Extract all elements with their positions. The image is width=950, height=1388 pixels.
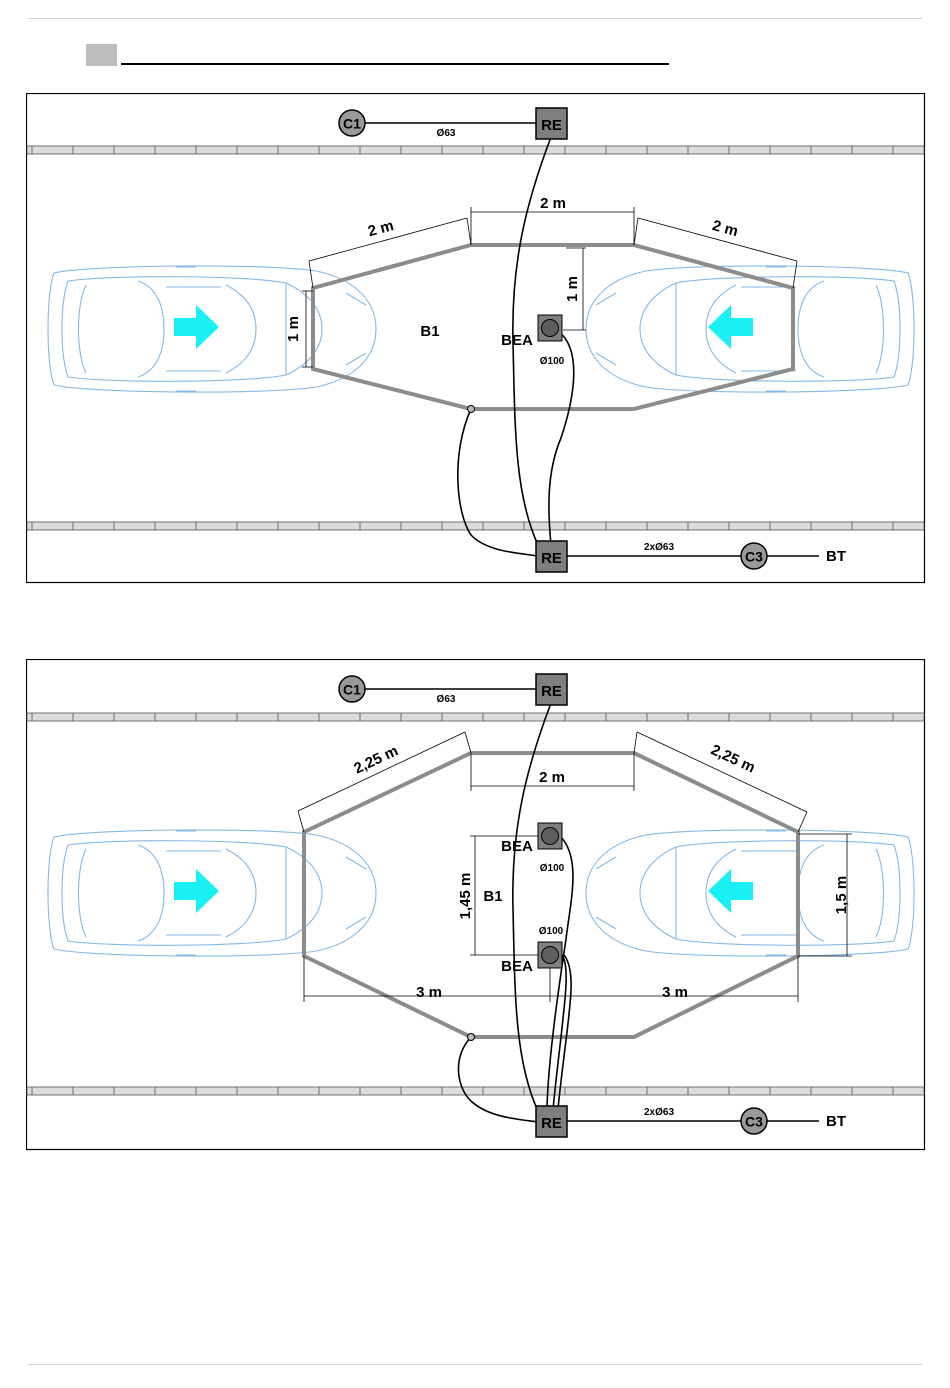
re-top-label: RE (541, 683, 562, 700)
curb-top (27, 713, 924, 721)
c3-label: C3 (745, 549, 763, 565)
dim-inner-label: 1 m (564, 276, 581, 302)
dim-top-mid-label: 2 m (539, 769, 565, 786)
section-title-line (121, 63, 669, 65)
section-marker (86, 44, 117, 66)
junction-dot (468, 406, 475, 413)
re-box-top: RE (536, 108, 567, 139)
loop-b1-label: B1 (483, 888, 502, 905)
re-bottom-label: RE (541, 550, 562, 567)
bea-bottom-cable-label: Ø100 (539, 926, 564, 937)
dim-bottom-left-label: 3 m (416, 984, 442, 1001)
road-layer (27, 660, 925, 1150)
bea-detector (538, 315, 562, 341)
dim-left-label: 1 m (285, 316, 302, 342)
c1-label: C1 (343, 682, 361, 698)
c3-label: C3 (745, 1114, 763, 1130)
diagram-2: RE RE C1 C3 Ø63 2,25 m 2 m 2,25 m 1,5 m … (26, 659, 926, 1151)
curb-bottom (27, 1087, 924, 1095)
top-rule (28, 18, 922, 19)
bea-label: BEA (501, 332, 533, 349)
road-layer (26, 93, 925, 583)
bt-label: BT (826, 548, 846, 565)
re-box-bottom: RE (536, 541, 567, 572)
c1-label: C1 (343, 116, 361, 132)
bottom-rule (28, 1364, 922, 1365)
dim-top-mid-label: 2 m (540, 195, 566, 212)
re-bottom-label: RE (541, 1115, 562, 1132)
c1-cable-label: Ø63 (437, 128, 456, 139)
dim-bottom-right-label: 3 m (662, 984, 688, 1001)
dim-right-label: 1,5 m (833, 876, 850, 914)
bea-top-cable-label: Ø100 (540, 863, 565, 874)
c3-well: C3 (741, 1108, 767, 1134)
junction-dot (468, 1034, 475, 1041)
c1-well: C1 (339, 676, 365, 702)
diagram-1: RE RE C1 C3 Ø63 2 m 2 m 2 m 1 m 1 m B1 B… (26, 93, 926, 584)
dim-inner-label: 1,45 m (457, 873, 474, 920)
c1-cable-label: Ø63 (437, 694, 456, 705)
re-box-top: RE (536, 674, 567, 705)
c1-well: C1 (339, 110, 365, 136)
re-box-bottom: RE (536, 1106, 567, 1137)
bottom-cable-label: 2xØ63 (644, 1107, 674, 1118)
bottom-cable-label: 2xØ63 (644, 542, 674, 553)
bt-label: BT (826, 1113, 846, 1130)
c3-well: C3 (741, 543, 767, 569)
loop-b1-label: B1 (420, 323, 439, 340)
bea-detector-top (538, 823, 562, 849)
re-top-label: RE (541, 117, 562, 134)
bea-detector-bottom (538, 942, 562, 968)
bea-cable-label: Ø100 (540, 356, 565, 367)
curb-bottom (27, 522, 924, 530)
bea-bottom-label: BEA (501, 958, 533, 975)
bea-top-label: BEA (501, 838, 533, 855)
